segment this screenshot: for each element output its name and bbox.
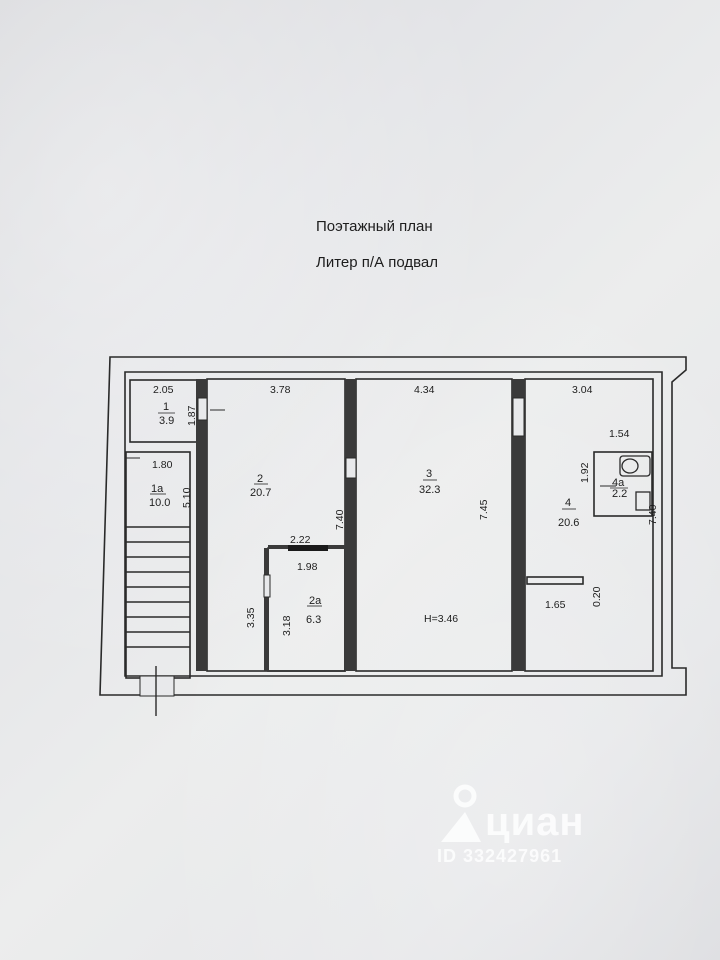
door-2-2a [288, 545, 328, 551]
room-4-number: 4 [565, 497, 571, 509]
dim-5-10: 5.10 [181, 487, 193, 508]
room-4-outline [524, 378, 654, 672]
watermark-id: ID 332427961 [437, 846, 563, 866]
ceiling-height: Н=3.46 [424, 613, 458, 625]
dim-3-78: 3.78 [270, 384, 291, 396]
watermark: циан ID 332427961 [437, 782, 667, 872]
room-1-number: 1 [163, 401, 169, 413]
room-1-area: 3.9 [159, 415, 174, 427]
room-2a-area: 6.3 [306, 614, 321, 626]
room-3-area: 32.3 [419, 484, 440, 496]
wall-3-4 [512, 379, 525, 671]
dim-4-34: 4.34 [414, 384, 435, 396]
plan-title: Поэтажный план [316, 218, 433, 235]
outer-wall [99, 356, 687, 696]
dim-1-80: 1.80 [152, 459, 173, 471]
dim-2-05: 2.05 [153, 384, 174, 396]
dim-1-87: 1.87 [186, 405, 198, 426]
dim-1-92: 1.92 [579, 462, 591, 483]
dim-7-45: 7.45 [478, 499, 490, 520]
dim-3-35: 3.35 [245, 607, 257, 628]
bathroom-fixtures [619, 455, 651, 511]
staircase [126, 526, 190, 716]
watermark-brand: циан [485, 800, 585, 844]
room-2-number: 2 [257, 473, 263, 485]
dim-0-20: 0.20 [591, 586, 603, 607]
inner-perimeter [124, 371, 663, 677]
room-2a-number: 2а [309, 595, 322, 607]
dim-3-04: 3.04 [572, 384, 593, 396]
wall-2-3 [345, 379, 356, 671]
room-3-number: 3 [426, 468, 432, 480]
room-2-outline [206, 378, 346, 672]
room-3-outline [355, 378, 513, 672]
door-3-4 [512, 397, 525, 437]
dim-3-18: 3.18 [281, 615, 293, 636]
room-4a-outline [593, 451, 653, 517]
room-4-area: 20.6 [558, 517, 579, 529]
room-2-area: 20.7 [250, 487, 271, 499]
location-pin-icon [441, 784, 481, 842]
door-2a [263, 574, 271, 598]
room-1a-number: 1а [151, 483, 164, 495]
dim-7-40: 7.40 [334, 509, 346, 530]
room-4a-number: 4а [612, 477, 625, 489]
room-1a-area: 10.0 [149, 497, 170, 509]
dim-2-22: 2.22 [290, 534, 311, 546]
dim-7-40b: 7.40 [647, 504, 659, 525]
dim-1-54: 1.54 [609, 428, 630, 440]
dim-1-65: 1.65 [545, 599, 566, 611]
wall-left-2 [196, 379, 207, 671]
partition-4 [526, 576, 584, 585]
door-2-3 [345, 457, 357, 479]
room-4a-area: 2.2 [612, 488, 627, 500]
wall-2a-left [264, 548, 269, 671]
entry-door [139, 675, 175, 697]
door-1 [197, 397, 208, 421]
plan-subtitle: Литер п/А подвал [316, 254, 439, 271]
dim-1-98: 1.98 [297, 561, 318, 573]
